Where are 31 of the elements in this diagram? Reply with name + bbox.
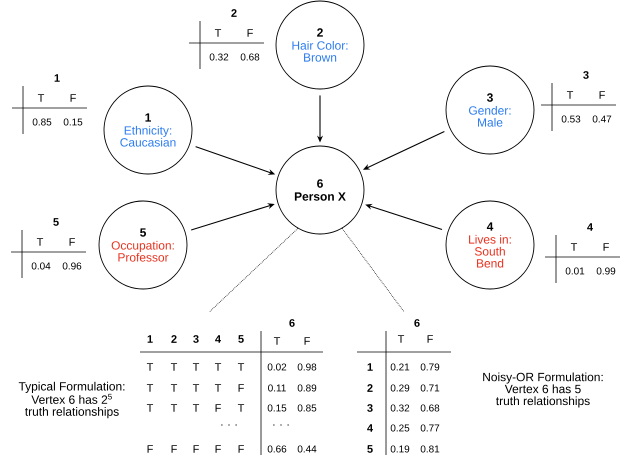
side-note: Noisy-OR Formulation: Vertex 6 has 5 truth relationships [483,372,603,408]
probability-value: 0.47 [592,115,612,123]
table-header: T [570,243,578,251]
table-header: T [36,238,44,246]
probability-value: 0.32 [210,53,228,61]
table-header: 4 [587,223,593,231]
table-header: T [566,91,574,99]
table-header: 1 [54,74,60,82]
probability-table: 1 2 3 4 5 6 T F T T T T T 0.02 0.98 T T T T F 0.11 0.89 T T T F T 0.15 0.85 . . . . . . F F F F F 0.66 0.44 [140,319,324,456]
table-header: 2 [231,9,237,17]
table-header: F [70,238,75,246]
table-header: T [214,29,222,37]
table-header: F [248,29,253,37]
table-header: 5 [53,218,59,226]
dotted-line [342,228,404,312]
probability-value: 0.04 [32,262,50,270]
table-header: F [600,91,605,99]
probability-value: 0.99 [596,267,616,275]
probability-value: 0.96 [62,262,82,270]
table-header: F [70,94,76,102]
table-header: 3 [583,71,589,79]
table-header: T [38,94,44,102]
probability-value: 0.53 [562,115,580,123]
probability-table: 6 T F 1 0.21 0.79 2 0.29 0.71 3 0.32 0.68 4 0.25 0.77 5 0.19 0.81 [356,319,452,456]
probability-value: 0.68 [240,53,260,61]
probability-value: 0.15 [64,118,82,126]
probability-value: 0.01 [566,267,584,275]
table-header: F [604,243,609,251]
dotted-line [209,228,298,312]
probability-value: 0.85 [32,118,52,126]
side-note: Typical Formulation: Vertex 6 has 2$^{5}$ truth relationships [18,382,124,418]
